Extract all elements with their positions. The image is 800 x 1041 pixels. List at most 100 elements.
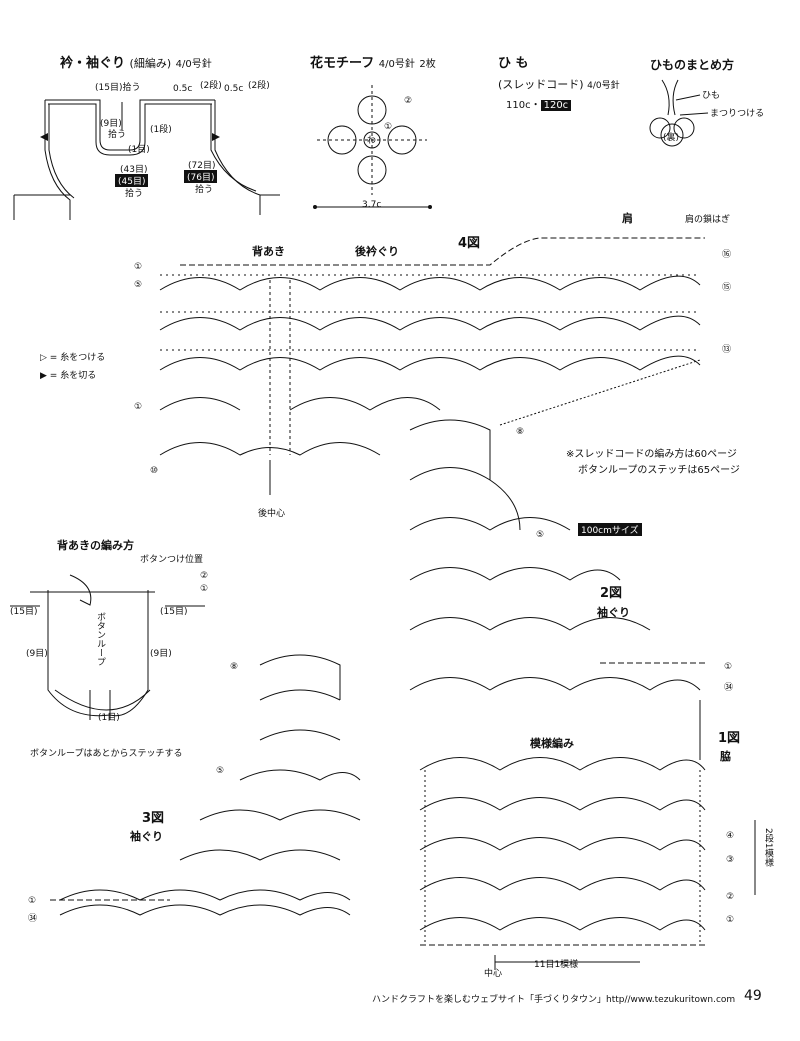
footer-text: ハンドクラフトを楽しむウェブサイト「手づくりタウン」http//www.tezu… xyxy=(372,995,736,1005)
neck-label-05c-b: 0.5c xyxy=(224,84,244,94)
neck-label-pick: 拾う xyxy=(122,83,141,93)
flower-motif-drawing xyxy=(317,85,427,195)
back-opening-1: (1目) xyxy=(98,713,120,723)
neck-armhole-schematic xyxy=(13,99,280,220)
fig4-title: 4図 xyxy=(458,236,481,251)
back-opening-9a: (9目) xyxy=(26,649,48,659)
note-thread-cord: ※スレッドコードの編み方は60ページ xyxy=(566,449,737,460)
flower-label-2: ② xyxy=(404,96,413,106)
back-opening-button-pos: ボタンつけ位置 xyxy=(140,555,204,565)
fig3-row-34: ㉞ xyxy=(28,914,38,924)
himo-length-b: 120c xyxy=(540,100,572,111)
fig4-row-16: ⑯ xyxy=(722,250,732,260)
flower-title-text: 花モチーフ xyxy=(310,56,375,71)
fig3-chart xyxy=(50,654,361,916)
fig1-row-2: ② xyxy=(726,892,735,902)
legend-cut-icon: ▶ xyxy=(40,371,47,381)
neck-label-1me: (1目) xyxy=(128,145,150,155)
fig3-row-1: ① xyxy=(28,896,37,906)
fig2-row-1: ① xyxy=(724,662,733,672)
himo-sep: ・ xyxy=(530,100,541,111)
himo-finish-label-ura: (裏) xyxy=(663,133,680,143)
himo-finish-title: ひものまとめ方 xyxy=(650,58,735,72)
neck-label-pick3: 拾う xyxy=(195,185,214,195)
fig4-center-back: 後中心 xyxy=(258,509,286,519)
flower-label-wa: わ xyxy=(367,136,377,146)
fig1-row-4: ④ xyxy=(726,831,735,841)
fig1-row-3: ③ xyxy=(726,855,735,865)
neck-label-1dan: (1段) xyxy=(150,125,172,135)
back-opening-9b: (9目) xyxy=(150,649,172,659)
fig4-chart xyxy=(159,237,705,495)
neck-armhole-needle: 4/0号針 xyxy=(175,59,212,70)
neck-label-2dan-a: (2段) xyxy=(200,81,222,91)
neck-label-72: (72目) xyxy=(188,161,216,171)
fig2-row-5: ⑤ xyxy=(536,530,545,540)
fig3-title: 3図 xyxy=(142,811,165,826)
page-number: 49 xyxy=(744,988,762,1004)
fig1-title: 1図 xyxy=(718,731,741,746)
himo-finish-drawing xyxy=(649,79,709,147)
himo-needle: 4/0号針 xyxy=(587,81,620,91)
himo-length-row: 110c・120c xyxy=(506,96,572,111)
himo-finish-label-himo: ひも xyxy=(702,91,721,101)
neck-label-45: (45目) xyxy=(115,174,149,187)
fig2-chart xyxy=(409,419,705,760)
back-opening-note: ボタンループはあとからステッチする xyxy=(30,749,183,759)
himo-finish-label-matsuri: まつりつける xyxy=(710,109,765,119)
legend-cut-text: = 糸を切る xyxy=(49,371,97,381)
back-opening-row-1: ① xyxy=(200,584,209,594)
fig1-repeat-note: 2段1模様 xyxy=(763,828,773,867)
fig3-row-8: ⑧ xyxy=(230,662,239,672)
fig1-chart xyxy=(419,757,756,970)
neck-label-2dan-b: (2段) xyxy=(248,81,270,91)
size-badge: 100cmサイズ xyxy=(578,523,642,536)
flower-label-1: ① xyxy=(384,122,393,132)
himo-title: ひ も xyxy=(498,56,529,71)
fig4-shoulder-seam: 肩の鎖はぎ xyxy=(685,215,731,225)
flower-size-label: 3.7c xyxy=(362,200,382,210)
fig4-shoulder: 肩 xyxy=(622,212,633,225)
legend-attach-icon: ▷ xyxy=(40,353,47,363)
back-opening-15b: (15目) xyxy=(160,607,188,617)
neck-label-pick-v: 拾う xyxy=(108,130,127,140)
neck-armhole-title: 衿・袖ぐり (細編み) 4/0号針 xyxy=(60,52,212,71)
himo-subtitle: (スレッドコード) xyxy=(498,78,584,91)
fig4-row-8: ⑧ xyxy=(516,427,525,437)
fig2-row-34: ㉞ xyxy=(724,683,734,693)
neck-label-pick2: 拾う xyxy=(125,189,144,199)
flower-needle: 4/0号針 xyxy=(378,59,415,70)
fig4-row-5: ⑤ xyxy=(134,280,143,290)
fig4-back-open: 背あき xyxy=(252,245,285,258)
neck-label-9: (9目) xyxy=(100,119,122,129)
fig1-row-1: ① xyxy=(726,915,735,925)
himo-length-a: 110c xyxy=(506,100,531,111)
fig4-row-13: ⑬ xyxy=(722,345,732,355)
back-opening-title: 背あきの編み方 xyxy=(57,539,134,552)
fig2-title: 2図 xyxy=(600,586,623,601)
neck-armhole-title-text: 衿・袖ぐり xyxy=(60,56,126,71)
neck-label-76: (76目) xyxy=(184,170,218,183)
legend-cut: ▶ = 糸を切る xyxy=(40,368,96,381)
neck-label-43: (43目) xyxy=(120,165,148,175)
flower-title: 花モチーフ 4/0号針 2枚 xyxy=(310,52,436,71)
legend-attach: ▷ = 糸をつける xyxy=(40,350,105,363)
back-opening-drawing xyxy=(10,574,205,720)
note-button-loop: ボタンループのステッチは65ページ xyxy=(578,465,740,476)
fig3-row-5: ⑤ xyxy=(216,766,225,776)
neck-label-05c-a: 0.5c xyxy=(173,84,193,94)
fig4-row-15: ⑮ xyxy=(722,283,732,293)
neck-label-15: (15目)拾う xyxy=(95,80,141,93)
legend-attach-text: = 糸をつける xyxy=(49,353,106,363)
fig4-row-1b: ① xyxy=(134,402,143,412)
fig1-sub: 脇 xyxy=(720,750,731,763)
fig3-sub: 袖ぐり xyxy=(130,830,163,843)
back-opening-row-2: ② xyxy=(200,571,209,581)
himo-subtitle-row: (スレッドコード) 4/0号針 xyxy=(498,76,620,92)
fig4-row-1: ① xyxy=(134,262,143,272)
neck-label-15-text: (15目) xyxy=(95,83,123,93)
flower-count: 2枚 xyxy=(419,59,436,70)
fig1-pattern: 模様編み xyxy=(530,737,574,750)
neck-armhole-subtitle: (細編み) xyxy=(129,57,172,70)
